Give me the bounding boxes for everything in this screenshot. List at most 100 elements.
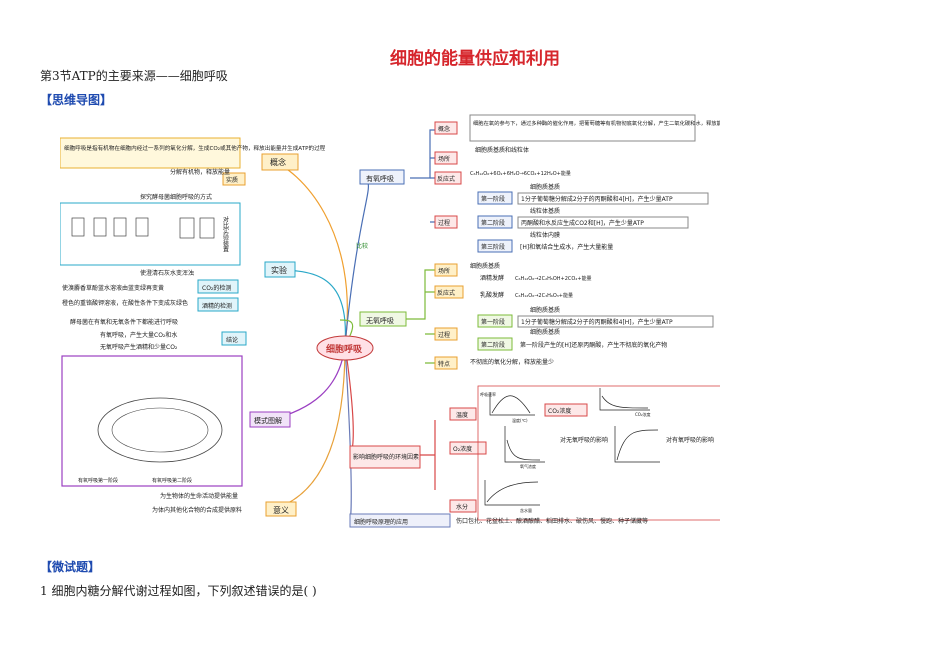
a-concept-label: 概念	[438, 125, 450, 133]
an-eq-lac-label: 乳酸发酵	[480, 291, 504, 299]
co2-detect-label: CO₂的检测	[202, 284, 231, 292]
an-stage2-label: 第二阶段	[481, 341, 505, 349]
model-diagram	[61, 355, 243, 487]
experiment-node	[264, 261, 296, 278]
an-site-label: 场所	[438, 267, 450, 275]
conclusion-node	[221, 331, 247, 346]
model-stage-b: 有氧呼吸第二阶段	[152, 477, 192, 484]
an-feature-label: 特点	[438, 360, 450, 368]
anaerobic-label: 无氧呼吸	[366, 316, 394, 325]
a-stage1-loc: 细胞质基质	[530, 183, 560, 191]
application-label: 细胞呼吸原理的应用	[354, 518, 408, 526]
a-process-label: 过程	[438, 219, 450, 227]
alcohol-detect-label: 酒精的检测	[202, 302, 232, 310]
conclusion-c: 无氧呼吸产生酒精和少量CO₂	[100, 343, 178, 351]
a-stage3-loc: 线粒体内膜	[530, 231, 560, 239]
experiment-diagram	[60, 202, 241, 266]
experiment-label: 实验	[271, 265, 287, 275]
temp-label: 温度	[456, 411, 468, 419]
experiment-title: 探究酵母菌细胞呼吸的方式	[140, 193, 212, 201]
an-stage1-loc: 细胞质基质	[530, 306, 560, 314]
an-site-node	[434, 263, 458, 277]
concept-label: 概念	[270, 157, 286, 167]
an-process-label: 过程	[438, 331, 450, 339]
an-eq-node	[434, 285, 464, 299]
a-site-label: 场所	[438, 155, 450, 163]
model-stage-a: 有氧呼吸第一阶段	[78, 477, 118, 484]
conclusion-label: 结论	[226, 336, 238, 344]
a-eq-node	[434, 171, 462, 185]
significance-a: 为生物体的生命活动提供能量	[160, 492, 238, 500]
center-node	[316, 335, 374, 361]
an-stage2-text: 第一阶段产生的[H]还原丙酮酸，产生不彻底的氧化产物	[520, 341, 667, 349]
an-process-node	[434, 327, 458, 341]
a-stage2-box	[517, 216, 689, 229]
an-site-text: 细胞质基质	[470, 262, 500, 270]
o2-axis-x: 氧气浓度	[520, 463, 536, 469]
co2-axis-x: CO₂浓度	[635, 411, 651, 417]
an-stage1-node	[477, 314, 513, 328]
concept-definition-line1: 细胞呼吸是指有机物在细胞内经过一系列的氧化分解，生成CO₂或其他产物，释放出能量…	[64, 144, 326, 152]
env-node	[349, 445, 421, 469]
concept-definition-box	[60, 137, 241, 169]
o2-anaerobic-effect: 对无氧呼吸的影响	[560, 436, 608, 444]
co2-result-a: 使澄清石灰水变浑浊	[140, 269, 194, 277]
an-eq-label: 反应式	[437, 289, 455, 297]
mindmap-heading: 【思维导图】	[40, 93, 113, 107]
a-stage3-label: 第三阶段	[481, 243, 505, 251]
water-label: 水分	[456, 503, 468, 511]
a-eq-text: C₆H₁₂O₆+6O₂+6H₂O→6CO₂+12H₂O+能量	[470, 170, 571, 177]
a-site-text: 细胞质基质和线粒体	[475, 146, 529, 154]
significance-label: 意义	[273, 505, 289, 515]
quiz-heading: 【微试题】	[40, 560, 101, 574]
a-stage2-label: 第二阶段	[481, 219, 505, 227]
temp-axis-x: 温度(℃)	[512, 417, 528, 423]
alcohol-detect-node	[197, 297, 239, 312]
model-label: 模式图解	[254, 416, 282, 425]
a-concept-text: 细胞在氧的参与下，通过多种酶的催化作用，把葡萄糖等有机物彻底氧化分解，产生二氧化…	[473, 119, 720, 127]
a-concept-box	[469, 114, 696, 142]
document-title: 细胞的能量供应和利用	[390, 49, 560, 69]
an-stage2-loc: 细胞质基质	[530, 328, 560, 336]
water-node	[449, 499, 477, 513]
a-process-node	[434, 215, 458, 229]
essence-label: 实质	[226, 176, 238, 184]
an-eq-alc-text: C₆H₁₂O₆→2C₂H₅OH+2CO₂+能量	[515, 275, 592, 282]
co2-detect-node	[197, 279, 239, 294]
env-graphs-box	[477, 385, 720, 521]
temp-axis-y: 呼吸速率	[480, 391, 496, 397]
experiment-device-label: 对比实验装置	[222, 215, 229, 252]
an-stage1-text: 1分子葡萄糖分解成2分子的丙酮酸和4[H]，产生少量ATP	[521, 318, 673, 326]
center-label: 细胞呼吸	[326, 343, 363, 355]
a-stage1-text: 1分子葡萄糖分解成2分子的丙酮酸和4[H]，产生少量ATP	[521, 195, 673, 203]
co2-result-b: 使溴麝香草酚蓝水溶液由蓝变绿再变黄	[62, 284, 164, 292]
aerobic-label: 有氧呼吸	[366, 174, 394, 183]
aerobic-node	[359, 169, 405, 185]
concept-node	[261, 153, 299, 171]
conclusion-a: 酵母菌在有氧和无氧条件下都能进行呼吸	[70, 318, 178, 326]
essence-text: 分解有机物，释放能量	[170, 168, 230, 176]
a-eq-label: 反应式	[437, 175, 455, 183]
o2-label: O₂浓度	[453, 445, 472, 453]
a-stage3-text: [H]和氧结合生成水，产生大量能量	[520, 243, 613, 251]
a-concept-node	[434, 121, 458, 135]
an-stage1-label: 第一阶段	[481, 318, 505, 326]
o2-node	[449, 441, 487, 455]
question-1: 1 细胞内糖分解代谢过程如图，下列叙述错误的是( )	[40, 584, 317, 598]
significance-b: 为体内其他化合物的合成提供原料	[152, 506, 242, 514]
a-stage2-loc: 线粒体基质	[530, 207, 560, 215]
model-node	[249, 411, 291, 428]
significance-node	[265, 501, 297, 517]
co2-node	[544, 403, 588, 417]
a-stage2-text: 丙酮酸和水反应生成CO2和[H]，产生少量ATP	[521, 219, 644, 227]
alcohol-result: 橙色的重铬酸钾溶液，在酸性条件下变成灰绿色	[62, 299, 188, 307]
water-axis-x: 含水量	[520, 507, 532, 513]
env-label: 影响细胞呼吸的环境因素	[353, 453, 419, 461]
section-subtitle: 第3节ATP的主要来源——细胞呼吸	[40, 69, 228, 83]
application-text: 伤口包扎、花盆松土、酿酒酿醋、稻田排水、破伤风、慢跑、种子储藏等	[456, 517, 648, 525]
co2-label: CO₂浓度	[548, 407, 571, 415]
an-feature-text: 不彻底的氧化分解，释放能量少	[470, 358, 554, 366]
a-stage2-node	[477, 215, 513, 229]
o2-aerobic-effect: 对有氧呼吸的影响	[666, 436, 714, 444]
a-site-node	[434, 151, 458, 165]
